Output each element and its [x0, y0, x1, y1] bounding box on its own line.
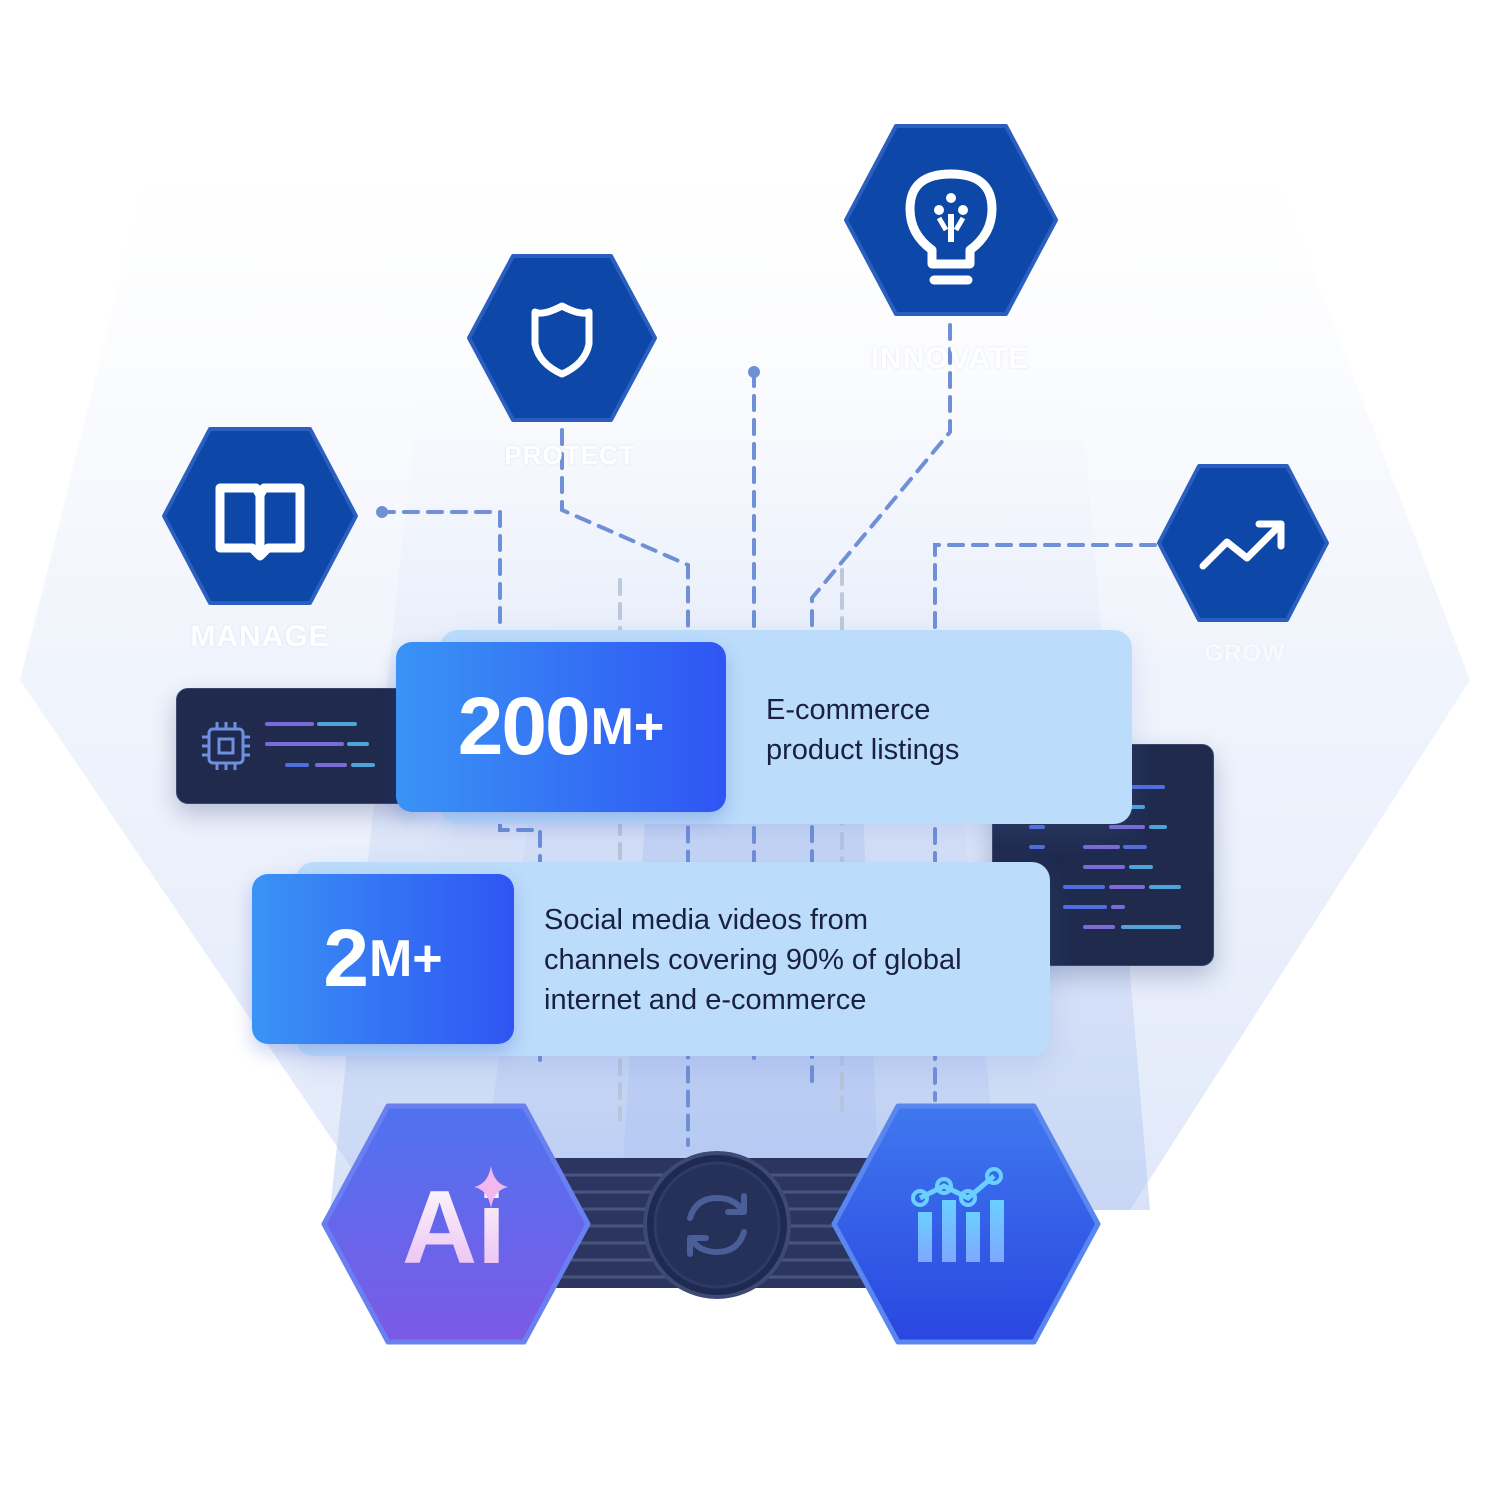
ai-sparkle-icon	[474, 1166, 508, 1208]
stat-number: 200	[457, 681, 591, 772]
description-line: product listings	[766, 734, 960, 766]
open-book-icon	[215, 483, 305, 561]
description-line: Social media videos from	[544, 904, 868, 936]
innovate-hexagon	[842, 122, 1060, 318]
protect-label: PROTECT	[504, 440, 636, 470]
innovate-label: INNOVATE	[870, 342, 1030, 375]
description-line: channels covering 90% of global	[544, 944, 962, 976]
stat-number: 2	[323, 913, 369, 1004]
stat-description-videos: Social media videos from channels coveri…	[544, 900, 1034, 1020]
manage-label: MANAGE	[190, 620, 330, 653]
left-code-panel	[176, 688, 418, 804]
sync-button[interactable]	[640, 1148, 794, 1302]
lightbulb-icon	[905, 169, 997, 285]
sync-icon	[687, 1193, 747, 1257]
grow-label: GROW	[1204, 640, 1286, 667]
shield-icon	[531, 302, 593, 378]
manage-hexagon	[160, 425, 360, 607]
stat-description-listings: E-commerce product listings	[766, 690, 1106, 770]
protect-hexagon	[465, 252, 659, 424]
stat-suffix: M+	[368, 930, 443, 988]
ai-hexagon: Ai	[318, 1100, 594, 1348]
trending-up-icon	[1199, 520, 1285, 570]
bar-line-chart-icon	[911, 1167, 1004, 1262]
description-line: E-commerce	[766, 694, 931, 726]
description-line: internet and e-commerce	[544, 984, 867, 1016]
analytics-hexagon	[828, 1100, 1104, 1348]
stat-suffix: M+	[590, 698, 665, 756]
chip-icon	[202, 722, 250, 770]
grow-hexagon	[1155, 462, 1331, 624]
